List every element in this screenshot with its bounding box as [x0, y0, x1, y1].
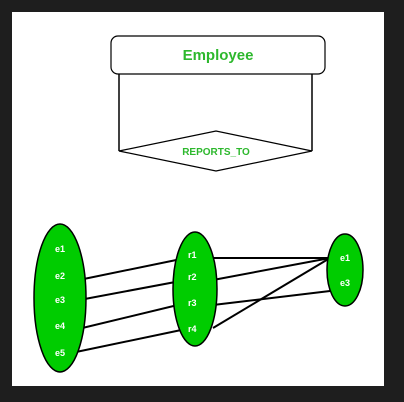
mapping-line-e3-r2 — [73, 279, 187, 302]
mapping-line-r2-e1 — [212, 257, 331, 281]
right-node-label: e3 — [340, 278, 350, 288]
left-node-label: e4 — [55, 321, 65, 331]
right-node-label: e1 — [340, 253, 350, 263]
mapping-line-r4-e1 — [212, 257, 331, 329]
mapping-line-r3-e3 — [212, 290, 331, 306]
reports-to-set — [172, 231, 218, 347]
right-employee-set — [326, 233, 364, 307]
left-employee-set — [33, 223, 87, 373]
middle-node-label: r4 — [188, 324, 197, 334]
mapping-line-e4-r3 — [73, 302, 187, 331]
left-node-label: e3 — [55, 295, 65, 305]
right-set-labels: e1 e3 — [340, 253, 350, 288]
middle-node-label: r2 — [188, 272, 197, 282]
reports-to-relationship-label: REPORTS_TO — [182, 147, 250, 158]
reports-to-relationship-diamond — [118, 130, 313, 172]
left-node-label: e2 — [55, 271, 65, 281]
mapping-line-e2-r1 — [73, 257, 187, 282]
middle-set-labels: r1 r2 r3 r4 — [188, 250, 197, 334]
left-set-labels: e1 e2 e3 e4 e5 — [55, 244, 65, 358]
left-node-label: e1 — [55, 244, 65, 254]
employee-entity-label: Employee — [183, 47, 254, 64]
employee-entity-box — [110, 35, 326, 75]
mapping-line-e5-r4 — [75, 328, 187, 353]
mapping-lines — [73, 257, 331, 353]
middle-node-label: r3 — [188, 298, 197, 308]
left-node-label: e5 — [55, 348, 65, 358]
middle-node-label: r1 — [188, 250, 197, 260]
